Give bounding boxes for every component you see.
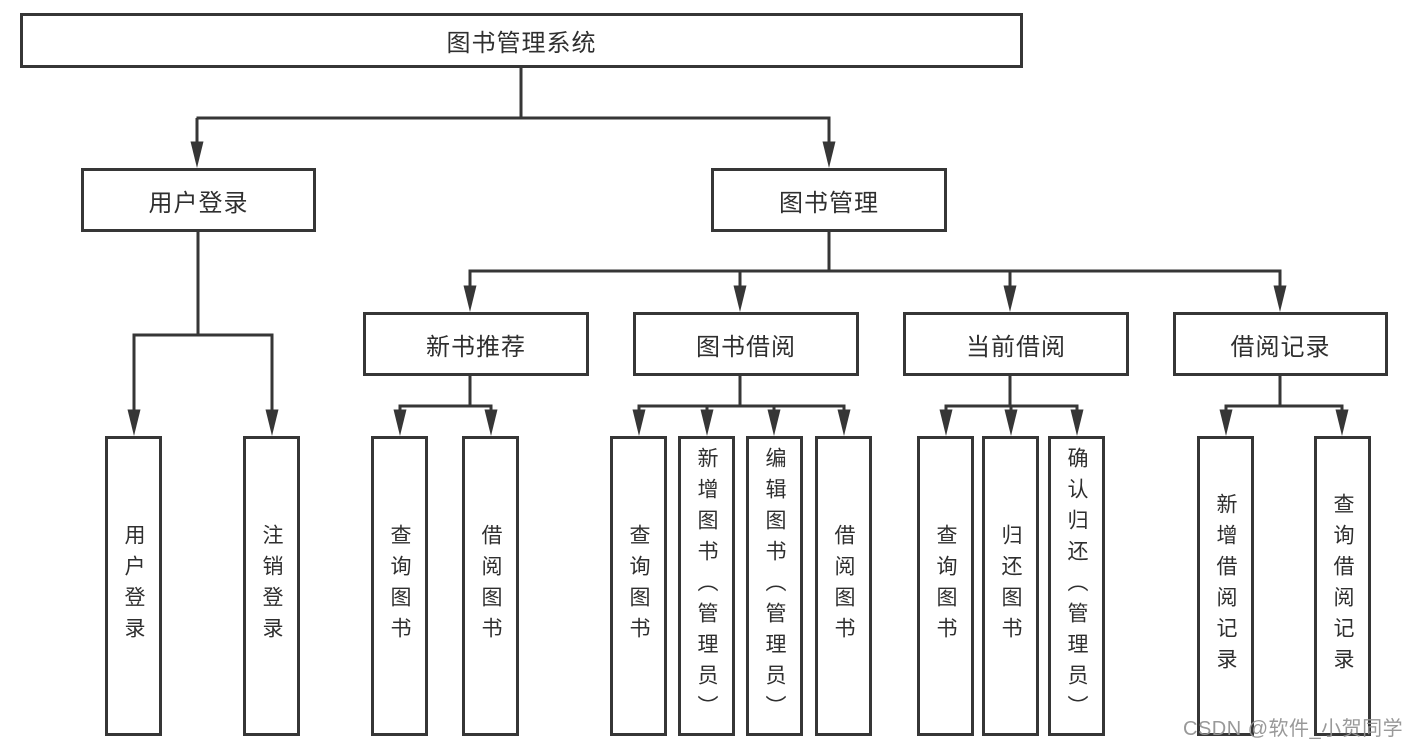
leaf-query-borrow-record: 查询借阅记录 <box>1314 436 1371 736</box>
node-label: 图书借阅 <box>696 333 796 361</box>
node-label: 注销登录 <box>260 524 283 648</box>
node-book-management-module: 图书管理 <box>711 168 947 232</box>
node-label: 查询图书 <box>934 524 957 648</box>
node-label: 用户登录 <box>148 189 249 217</box>
csdn-watermark: CSDN @软件_小贺同学 <box>1183 718 1404 740</box>
node-label: 借阅记录 <box>1230 333 1331 361</box>
node-label: 用户登录 <box>122 524 145 648</box>
tree-edges <box>132 68 1344 412</box>
arrowheads <box>127 141 1349 436</box>
node-label: 查询借阅记录 <box>1331 493 1354 679</box>
node-label: 新增图书（管理员） <box>695 446 718 726</box>
leaf-borrow-books: 借阅图书 <box>815 436 872 736</box>
node-label: 编辑图书（管理员） <box>763 446 786 726</box>
node-label: 新书推荐 <box>426 333 526 361</box>
leaf-query-books-borrowing: 查询图书 <box>610 436 667 736</box>
node-label: 当前借阅 <box>966 333 1066 361</box>
node-label: 借阅图书 <box>479 524 502 648</box>
node-label: 借阅图书 <box>832 524 855 648</box>
node-borrow-records: 借阅记录 <box>1173 312 1388 376</box>
node-label: 新增借阅记录 <box>1214 493 1237 679</box>
node-label: 图书管理系统 <box>446 30 597 57</box>
leaf-borrow-books-recommend: 借阅图书 <box>462 436 519 736</box>
node-label: 确认归还（管理员） <box>1065 446 1088 726</box>
leaf-edit-book-admin: 编辑图书（管理员） <box>746 436 803 736</box>
leaf-query-books-current: 查询图书 <box>917 436 974 736</box>
node-current-borrowing: 当前借阅 <box>903 312 1129 376</box>
node-new-book-recommend: 新书推荐 <box>363 312 589 376</box>
node-label: 归还图书 <box>999 524 1022 648</box>
leaf-query-books-recommend: 查询图书 <box>371 436 428 736</box>
leaf-add-book-admin: 新增图书（管理员） <box>678 436 735 736</box>
node-label: 查询图书 <box>627 524 650 648</box>
leaf-confirm-return-admin: 确认归还（管理员） <box>1048 436 1105 736</box>
leaf-user-login: 用户登录 <box>105 436 162 736</box>
node-label: 查询图书 <box>388 524 411 648</box>
node-book-borrowing: 图书借阅 <box>633 312 859 376</box>
leaf-return-books: 归还图书 <box>982 436 1039 736</box>
node-user-login-module: 用户登录 <box>81 168 316 232</box>
node-root-library-system: 图书管理系统 <box>20 13 1023 68</box>
node-label: 图书管理 <box>779 189 879 217</box>
leaf-logout: 注销登录 <box>243 436 300 736</box>
leaf-add-borrow-record: 新增借阅记录 <box>1197 436 1254 736</box>
